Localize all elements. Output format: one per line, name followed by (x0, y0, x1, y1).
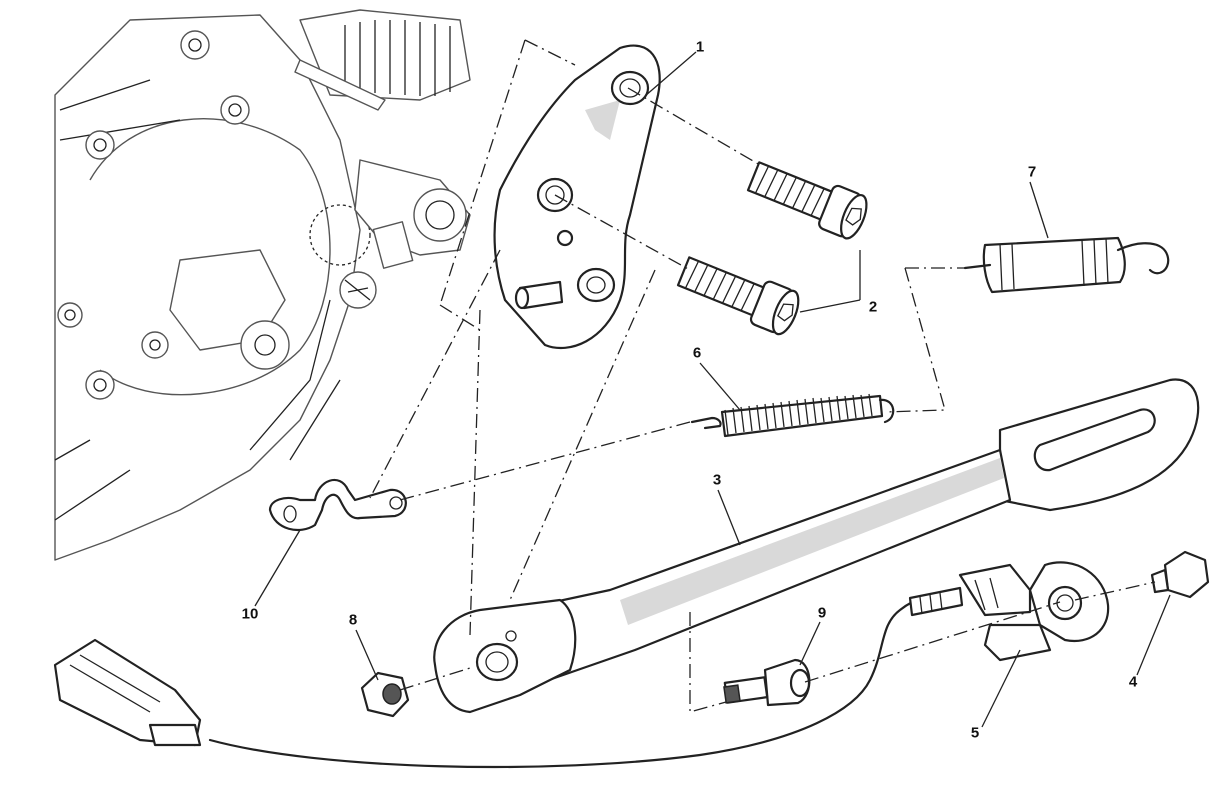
part-6-spring (690, 393, 895, 438)
part-3-side-stand (433, 378, 1200, 714)
part-1-stand-bracket (493, 44, 661, 350)
callout-5: 5 (970, 724, 980, 742)
engine-casing-background (54, 9, 471, 561)
assembly-dashed-lines (369, 39, 1156, 713)
callout-8: 8 (348, 611, 358, 629)
callout-9: 9 (817, 604, 827, 622)
part-10-clip (268, 478, 407, 532)
callout-6: 6 (692, 344, 702, 362)
callout-leader-lines (254, 51, 1171, 728)
part-8-nut (360, 671, 410, 718)
callout-10: 10 (241, 605, 259, 623)
callout-3: 3 (712, 471, 722, 489)
part-9-sensor-bolt (723, 658, 811, 707)
callout-1: 1 (695, 38, 705, 56)
callout-4: 4 (1128, 673, 1138, 691)
part-2-bolts (676, 161, 868, 336)
callout-7: 7 (1027, 163, 1037, 181)
part-4-bolt (1150, 550, 1210, 599)
callout-2: 2 (868, 298, 878, 316)
part-7-spring (963, 236, 1170, 294)
part-5-switch (53, 561, 1110, 769)
